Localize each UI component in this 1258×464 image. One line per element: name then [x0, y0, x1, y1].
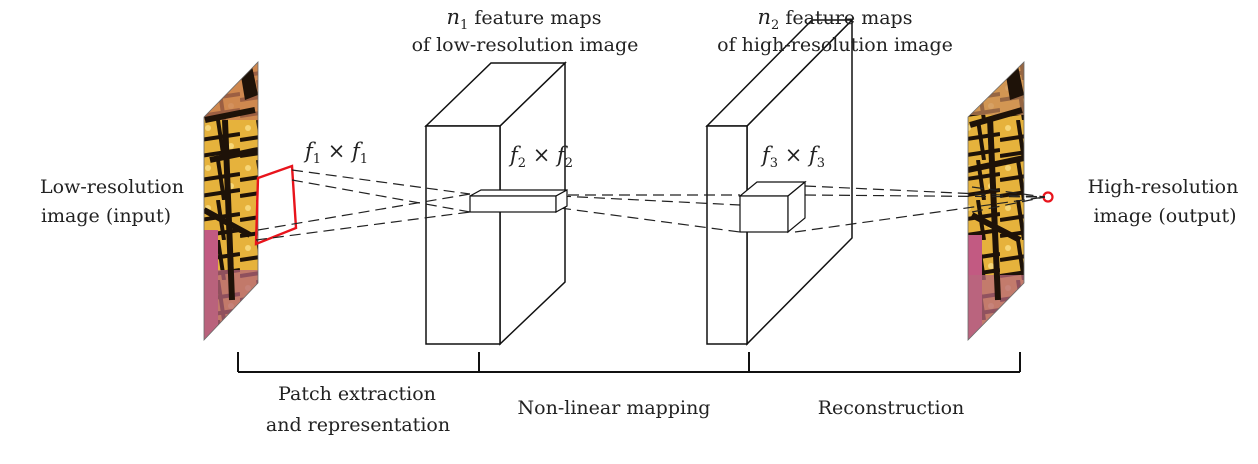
- filter-size-f2: f2 × f2: [508, 143, 573, 171]
- output-label-line2: image (output): [1093, 205, 1236, 227]
- feature-cube-2: [738, 180, 807, 234]
- feature-maps-2-title-text: feature maps: [779, 7, 912, 29]
- input-image: [203, 61, 298, 342]
- f2-times: ×: [526, 143, 557, 167]
- stage-patch-extraction-line2: and representation: [266, 414, 450, 436]
- output-image: [967, 61, 1054, 341]
- stage-non-linear-mapping: Non-linear mapping: [518, 397, 711, 419]
- f2-a: f: [508, 143, 521, 167]
- n2-subscript: 2: [771, 18, 779, 33]
- stage-reconstruction: Reconstruction: [818, 397, 965, 419]
- f1-a: f: [303, 139, 316, 163]
- stage-patch-extraction-line1: Patch extraction: [278, 383, 436, 405]
- output-label-line1: High-resolution: [1088, 176, 1239, 198]
- f3-times: ×: [778, 143, 809, 167]
- filter-size-f1: f1 × f1: [303, 139, 368, 167]
- feature-maps-1-title-line1: n1 feature maps: [447, 5, 602, 33]
- n1-symbol: n: [447, 5, 461, 29]
- stage-brackets: [237, 352, 1021, 373]
- feature-maps-2-title-line2: of high-resolution image: [717, 34, 953, 56]
- input-label-line2: image (input): [41, 205, 171, 227]
- input-label-line1: Low-resolution: [40, 176, 184, 198]
- f1-a-subscript: 1: [313, 152, 321, 167]
- feature-cuboid-1: [469, 188, 568, 214]
- n1-subscript: 1: [460, 18, 468, 33]
- input-patch-outline: [254, 164, 298, 246]
- f2-a-subscript: 2: [518, 156, 526, 171]
- feature-maps-1-title-line2: of low-resolution image: [412, 34, 639, 56]
- filter-size-f3: f3 × f3: [760, 143, 825, 171]
- f2-b: f: [555, 143, 568, 167]
- n2-symbol: n: [758, 5, 772, 29]
- projection-lines: [255, 169, 1046, 241]
- f3-b: f: [807, 143, 820, 167]
- f1-times: ×: [321, 139, 352, 163]
- f1-b-subscript: 1: [360, 152, 368, 167]
- f3-b-subscript: 3: [817, 156, 825, 171]
- feature-maps-2-title-line1: n2 feature maps: [758, 5, 913, 33]
- f3-a: f: [760, 143, 773, 167]
- f1-b: f: [350, 139, 363, 163]
- feature-maps-1-title-text: feature maps: [468, 7, 601, 29]
- f3-a-subscript: 3: [770, 156, 778, 171]
- f2-b-subscript: 2: [565, 156, 573, 171]
